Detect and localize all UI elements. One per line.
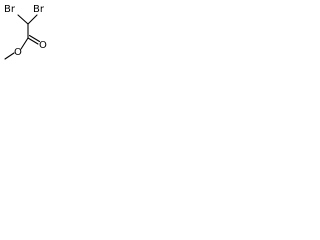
bond-c-o-double-b	[28, 34, 41, 43]
chemical-structure: Br Br O O	[4, 4, 47, 60]
bond-c-o-single	[20, 37, 29, 50]
bond-c-o-double-a	[27, 37, 39, 45]
bond-c-br-right	[27, 14, 38, 25]
bonds	[4, 14, 41, 60]
bond-o-methyl	[4, 52, 15, 60]
atom-br-left: Br	[4, 4, 16, 15]
atom-o-ester: O	[14, 47, 22, 58]
atom-o-carbonyl: O	[39, 40, 47, 51]
atom-br-right: Br	[33, 4, 45, 15]
bond-c-br-left	[17, 14, 29, 25]
